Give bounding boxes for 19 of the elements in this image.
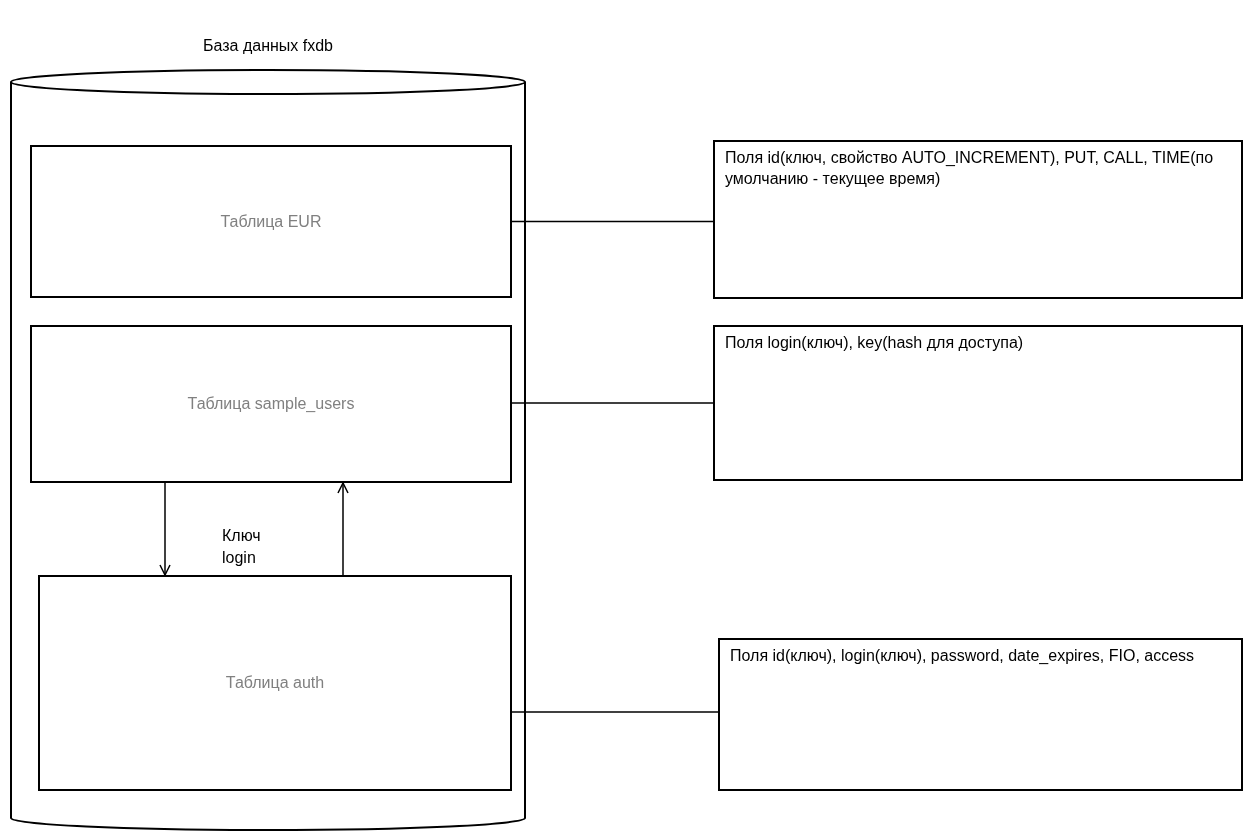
arrow [159,482,171,576]
note-box [718,638,1243,791]
arrow [337,482,349,576]
table-name: Таблица sample_users [187,395,355,413]
connector-line [511,220,714,223]
field-list: Поля login(ключ), key(hash для доступа) [725,333,1024,354]
connector-line [511,711,719,713]
table-name: Таблица auth [225,674,325,692]
table-name: Таблица EUR [220,212,322,231]
table-box [38,575,512,791]
table-box [30,145,512,298]
field-list: Поля id(ключ), login(ключ), password, date_expires, FIO, access [730,646,1195,667]
note-box [713,325,1243,481]
connector-line [511,402,714,404]
relation-label: Ключ login [222,526,262,569]
database-title: База данных fxdb [202,37,334,55]
table-box [30,325,512,483]
field-list: Поля id(ключ, свойство AUTO_INCREMENT), PUT, CALL, TIME(по умолчанию - текущее время) [725,148,1231,190]
note-box [713,140,1243,299]
